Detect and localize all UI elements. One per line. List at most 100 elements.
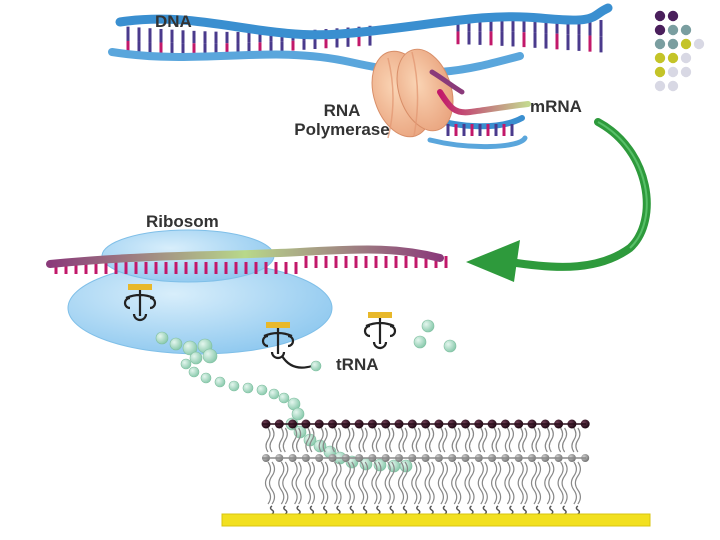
trna-in-ribosome: [123, 284, 157, 322]
lipid-tail: [385, 427, 391, 453]
lipid-tail: [282, 461, 289, 505]
lipid-tail: [558, 427, 564, 453]
thiol-anchor: [442, 505, 448, 515]
rna-polymerase: [371, 48, 454, 139]
thiol-anchor: [522, 505, 527, 515]
mrna-emerging: [437, 89, 531, 116]
lipid-tail: [534, 461, 542, 505]
lipid-tail: [345, 427, 351, 453]
amino-acid: [188, 366, 200, 378]
lipid-tail: [561, 461, 568, 505]
lipid-tail: [318, 427, 324, 453]
thiol-anchor: [429, 505, 434, 515]
lipid-tail: [428, 461, 435, 505]
lipid-tail: [508, 427, 514, 453]
amino-acid: [256, 384, 268, 396]
lipid-tail: [575, 427, 581, 453]
thiol-anchor: [336, 505, 341, 515]
lipid-tail: [389, 427, 395, 453]
lipid-tail: [371, 427, 377, 453]
lipid-tail: [349, 427, 355, 453]
lipid-tail: [415, 461, 422, 505]
lipid-tail: [415, 427, 421, 453]
lipid-tail: [305, 427, 311, 453]
thiol-anchor: [376, 505, 381, 515]
mrna-ribosome-strand: [46, 245, 444, 268]
lipid-tail: [401, 461, 409, 505]
thiol-anchor: [456, 505, 461, 515]
amino-acid: [413, 335, 427, 349]
palette-dot: [667, 24, 679, 36]
thiol-anchor: [296, 505, 301, 515]
thiol-anchor: [549, 505, 554, 515]
palette-dot: [680, 38, 692, 50]
lipid-tail: [296, 427, 302, 453]
lipid-tail: [544, 427, 550, 453]
palette-dot: [693, 38, 705, 50]
lipid-tail: [292, 427, 298, 453]
palette-dot: [667, 52, 679, 64]
thiol-anchor: [402, 505, 408, 515]
amino-acid: [228, 380, 240, 392]
thiol-anchor: [323, 505, 328, 515]
lipid-tail: [291, 461, 298, 505]
lipid-tail: [562, 427, 568, 453]
lipid-tail: [442, 427, 448, 453]
lipid-tail: [375, 461, 382, 505]
lipid-tail: [264, 461, 272, 505]
palette-dot: [654, 52, 666, 64]
lipid-tail: [531, 427, 537, 453]
lipid-tail: [335, 461, 342, 505]
palette-dot: [680, 52, 692, 64]
thiol-anchor: [269, 505, 275, 515]
lipid-tail: [522, 427, 528, 453]
thiol-anchor: [562, 505, 567, 515]
ribosome-label: Ribosom: [146, 212, 219, 231]
lipid-tail: [530, 461, 538, 505]
lipid-tail: [322, 427, 328, 453]
lipid-tail: [362, 461, 369, 505]
lipid-tail: [278, 461, 285, 505]
lipid-tail: [557, 461, 564, 505]
lipid-tail: [318, 461, 325, 505]
lipid-tail: [521, 461, 528, 505]
lipid-tail: [402, 427, 408, 453]
lipid-tail: [455, 427, 461, 453]
amino-acid: [313, 439, 327, 453]
amino-acid: [421, 319, 435, 333]
palette-dot: [654, 80, 666, 92]
lipid-tail: [371, 461, 378, 505]
palette-dot: [667, 80, 679, 92]
lipid-tail: [477, 461, 484, 505]
rna-polymerase-label-line2: Polymerase: [294, 120, 389, 139]
dna-label: DNA: [155, 12, 192, 31]
lipid-membrane: [261, 419, 590, 515]
lipid-tail: [429, 427, 435, 453]
thiol-anchor: [469, 505, 474, 515]
lipid-tail: [438, 427, 444, 453]
amino-acid: [155, 331, 169, 345]
palette-dot: [667, 10, 679, 22]
lipid-tail: [384, 461, 391, 505]
amino-acid: [291, 407, 305, 421]
amino-acid: [169, 337, 183, 351]
mrna-label: mRNA: [530, 97, 582, 116]
palette-dot: [680, 24, 692, 36]
amino-acid: [214, 376, 226, 388]
lipid-tail: [517, 461, 524, 505]
lipid-tail: [309, 427, 315, 453]
mrna-strand-inner: [429, 69, 465, 95]
trna-incoming-2: [363, 312, 397, 350]
lipid-tail: [571, 427, 577, 453]
thiol-anchor: [349, 505, 354, 515]
lipid-tail: [308, 461, 315, 505]
thiol-anchor: [575, 505, 581, 515]
amino-acid: [399, 459, 413, 473]
amino-acid: [443, 339, 457, 353]
palette-dot: [654, 66, 666, 78]
dna-strand-bottom: [108, 48, 524, 77]
amino-acid: [189, 351, 203, 365]
lipid-tail: [268, 461, 276, 505]
lipid-tail: [424, 461, 431, 505]
lipid-tail: [482, 427, 488, 453]
